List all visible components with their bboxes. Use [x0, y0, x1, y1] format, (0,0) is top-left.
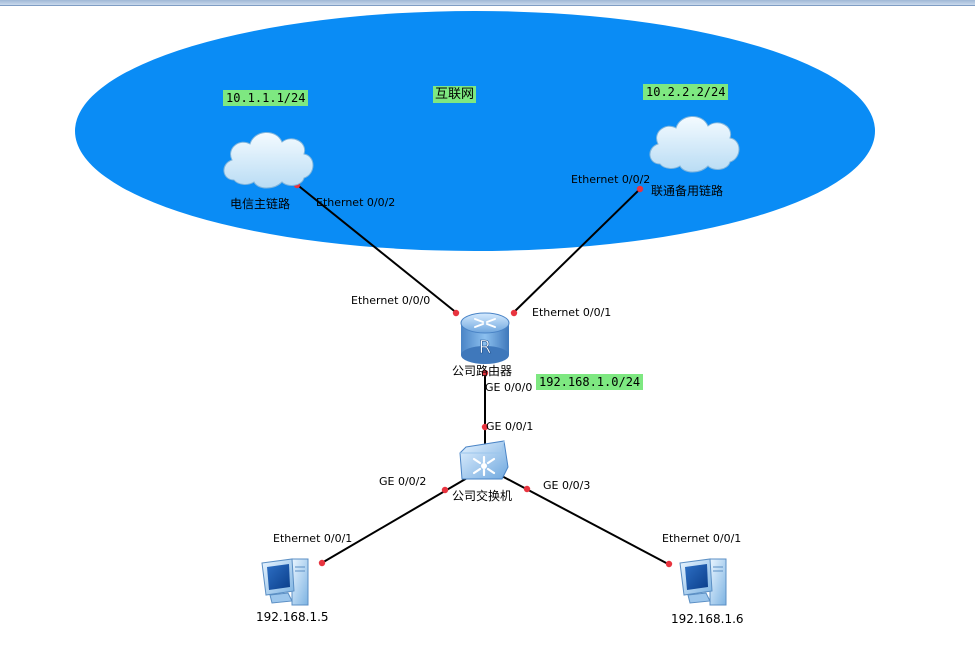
- pc-icon[interactable]: [679, 558, 727, 606]
- switch-port-ge2-label: GE 0/0/2: [379, 475, 427, 488]
- internet-label: 互联网: [433, 86, 477, 103]
- switch-port-ge1-label: GE 0/0/1: [486, 420, 534, 433]
- port-dot: [510, 309, 518, 317]
- router-port-e0-label: Ethernet 0/0/0: [351, 294, 431, 307]
- cloud-icon[interactable]: [649, 116, 740, 173]
- port-dot: [318, 559, 326, 567]
- port-dot: [523, 485, 531, 493]
- links: [294, 182, 671, 566]
- router-icon[interactable]: R: [460, 312, 510, 364]
- lan-subnet-tag: 192.168.1.0/24: [536, 374, 644, 390]
- pc2-port-label: Ethernet 0/0/1: [662, 532, 742, 545]
- router-port-ge0-label: GE 0/0/0: [485, 381, 533, 394]
- port-dot: [481, 369, 489, 377]
- telecom-cloud-label: 电信主链路: [230, 197, 291, 211]
- link-unicom-router: [511, 186, 643, 315]
- unicom-cloud-label: 联通备用链路: [651, 184, 724, 198]
- link-switch-pc1: [319, 473, 475, 565]
- switch-icon[interactable]: [459, 440, 509, 480]
- svg-text:R: R: [479, 337, 492, 358]
- internet-area: [75, 11, 875, 251]
- telecom-port-label: Ethernet 0/0/2: [316, 196, 396, 209]
- port-dot: [636, 185, 644, 193]
- router-port-e1-label: Ethernet 0/0/1: [532, 306, 612, 319]
- pc2-ip-label: 192.168.1.6: [671, 612, 744, 626]
- port-dots: [293, 181, 673, 568]
- link-telecom-router: [294, 182, 459, 315]
- pc1-ip-label: 192.168.1.5: [256, 610, 329, 624]
- port-dot: [481, 423, 489, 431]
- port-dot: [665, 560, 673, 568]
- pc1-port-label: Ethernet 0/0/1: [273, 532, 353, 545]
- port-dot: [452, 309, 460, 317]
- cloud-icon[interactable]: [223, 132, 314, 189]
- window-top-bar: [0, 0, 975, 6]
- telecom-ip-tag: 10.1.1.1/24: [223, 90, 309, 106]
- unicom-ip-tag: 10.2.2.2/24: [643, 84, 729, 100]
- switch-label: 公司交换机: [452, 489, 513, 503]
- pc-icon[interactable]: [261, 558, 309, 606]
- switch-port-ge3-label: GE 0/0/3: [543, 479, 591, 492]
- port-dot: [441, 486, 449, 494]
- unicom-port-label: Ethernet 0/0/2: [571, 173, 651, 186]
- router-label: 公司路由器: [452, 364, 513, 378]
